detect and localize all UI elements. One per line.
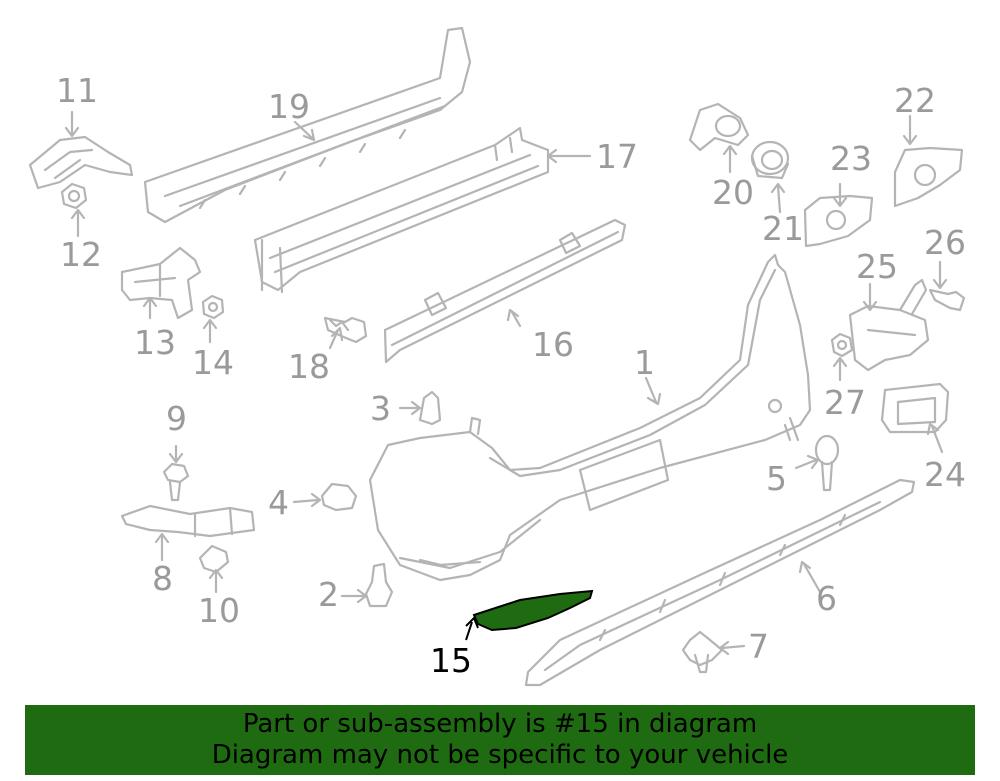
callout-4: 4 (268, 483, 289, 522)
callout-25: 25 (856, 247, 898, 286)
callout-16: 16 (532, 325, 574, 364)
part-26-bolt (928, 288, 966, 312)
part-14-nut (201, 294, 225, 320)
callout-1: 1 (634, 343, 655, 382)
part-2-bolt (364, 562, 394, 608)
callout-5: 5 (766, 459, 787, 498)
callout-22: 22 (894, 81, 936, 120)
part-11-bracket (28, 135, 134, 190)
part-24-module (880, 382, 950, 434)
callout-7: 7 (748, 627, 769, 666)
part-22-holder (893, 146, 964, 208)
part-25-bracket (848, 278, 930, 372)
callout-2: 2 (318, 575, 339, 614)
callout-8: 8 (152, 559, 173, 598)
part-23-holder (803, 194, 874, 248)
callout-12: 12 (60, 235, 102, 274)
part-1-bumper-cover (368, 253, 812, 582)
parts-diagram (28, 26, 966, 687)
part-16-absorber (383, 218, 627, 364)
callout-21: 21 (762, 209, 804, 248)
part-6-trim (524, 478, 916, 687)
callout-3: 3 (370, 389, 391, 428)
leader-lines (64, 110, 948, 656)
part-3-pin (418, 390, 442, 426)
callout-14: 14 (192, 343, 234, 382)
callout-6: 6 (816, 579, 837, 618)
callout-15: 15 (430, 641, 472, 680)
banner-line-2: Diagram may not be specific to your vehi… (211, 740, 789, 770)
part-9-screw (162, 462, 190, 502)
callout-24: 24 (924, 455, 966, 494)
callout-26: 26 (924, 223, 966, 262)
part-13-bracket (120, 246, 202, 320)
callout-27: 27 (824, 383, 866, 422)
part-20-sensor (688, 102, 750, 152)
part-15-highlighted (465, 589, 594, 641)
part-10-clip (198, 544, 230, 574)
callout-20: 20 (712, 173, 754, 212)
callout-11: 11 (56, 71, 98, 110)
part-8-bracket (120, 504, 256, 538)
callout-17: 17 (596, 137, 638, 176)
part-18-bolt (323, 316, 368, 344)
part-17-reinforcement (253, 126, 550, 294)
part-19-absorber (143, 26, 472, 224)
callout-18: 18 (288, 347, 330, 386)
info-banner: Part or sub-assembly is #15 in diagram D… (25, 705, 975, 775)
part-5-cap (814, 434, 840, 492)
callout-9: 9 (166, 399, 187, 438)
part-4-clip (320, 482, 358, 512)
callout-23: 23 (830, 139, 872, 178)
part-21-grommet (750, 140, 790, 180)
part-12-nut (60, 182, 88, 210)
part-7-clip (681, 630, 724, 674)
banner-line-1: Part or sub-assembly is #15 in diagram (242, 709, 758, 739)
callout-10: 10 (198, 591, 240, 630)
part-27-nut (830, 332, 854, 358)
callout-13: 13 (134, 323, 176, 362)
callout-19: 19 (268, 87, 310, 126)
